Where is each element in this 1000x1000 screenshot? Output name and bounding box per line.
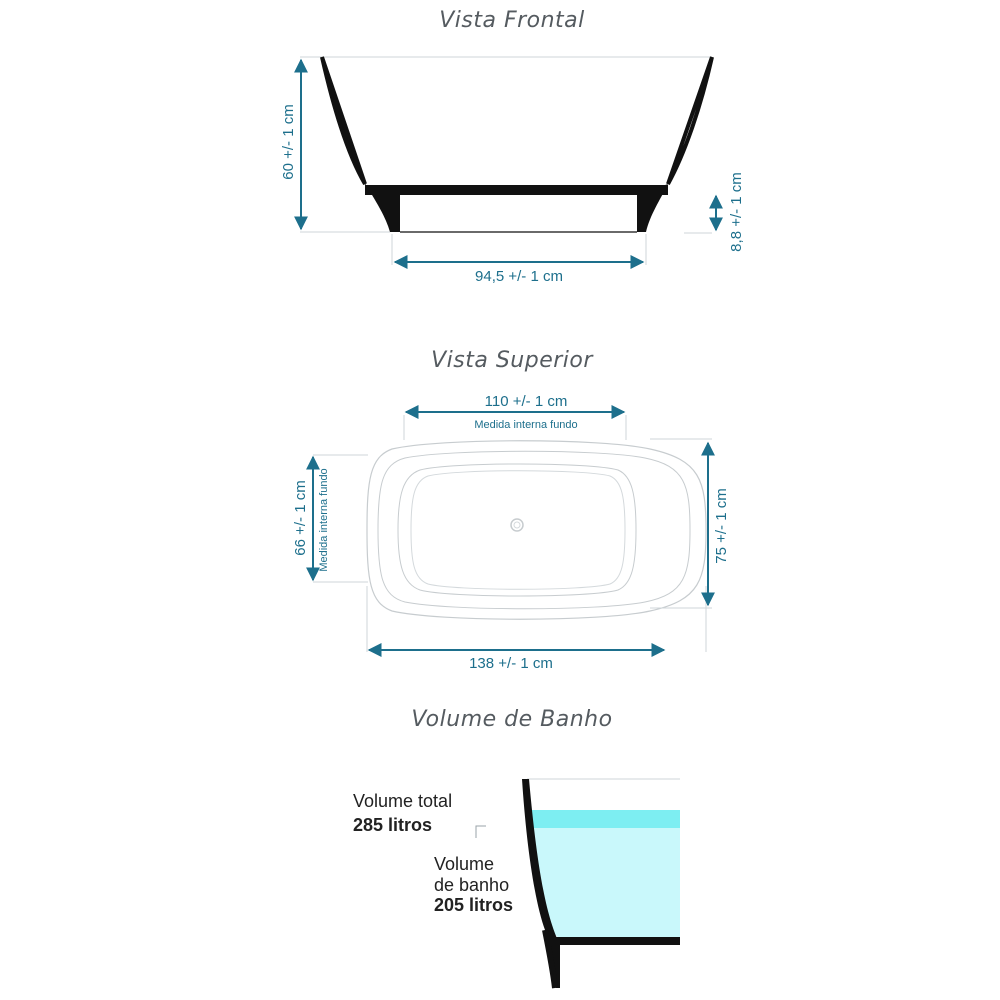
- top-view-title: Vista Superior: [431, 348, 593, 373]
- tub-outer-rim: [366, 440, 707, 620]
- volume-bottom: [545, 937, 680, 945]
- bath-water: [528, 810, 680, 938]
- volume-leader: [475, 825, 486, 838]
- volume-wall: [522, 779, 560, 988]
- front-right-wall: [637, 184, 668, 232]
- volume-view: Volume total 285 litros Volume de banho …: [353, 778, 680, 989]
- base-height-label: 8,8 +/- 1 cm: [728, 172, 745, 252]
- bath-volume-label-1: Volume: [434, 854, 494, 874]
- drain-inner-icon: [513, 521, 521, 529]
- front-view-title: Vista Frontal: [439, 8, 585, 33]
- front-view: 60 +/- 1 cm 8,8 +/- 1 cm 94,5 +/- 1 cm: [280, 56, 745, 285]
- total-volume-value: 285 litros: [353, 815, 432, 835]
- volume-title: Volume de Banho: [411, 707, 613, 732]
- total-volume-label: Volume total: [353, 791, 452, 811]
- inner-length-note: Medida interna fundo: [474, 419, 577, 431]
- outer-length-label: 138 +/- 1 cm: [469, 655, 553, 672]
- inner-length-label: 110 +/- 1 cm: [485, 393, 568, 410]
- bath-volume-value: 205 litros: [434, 895, 513, 915]
- top-view: 110 +/- 1 cm Medida interna fundo 66 +/-…: [292, 393, 730, 672]
- tub-basin: [397, 463, 637, 597]
- tub-inner-rim: [377, 450, 691, 610]
- base-width-label: 94,5 +/- 1 cm: [475, 268, 563, 285]
- front-left-wall: [322, 57, 400, 232]
- tub-floor: [410, 470, 626, 590]
- outer-width-label: 75 +/- 1 cm: [713, 488, 730, 563]
- total-water-band: [528, 810, 680, 828]
- inner-width-label: 66 +/- 1 cm: [292, 480, 309, 555]
- bath-volume-label-2: de banho: [434, 875, 509, 895]
- inner-width-note: Medida interna fundo: [318, 468, 330, 571]
- front-bottom: [365, 185, 668, 195]
- front-height-label: 60 +/- 1 cm: [280, 104, 297, 179]
